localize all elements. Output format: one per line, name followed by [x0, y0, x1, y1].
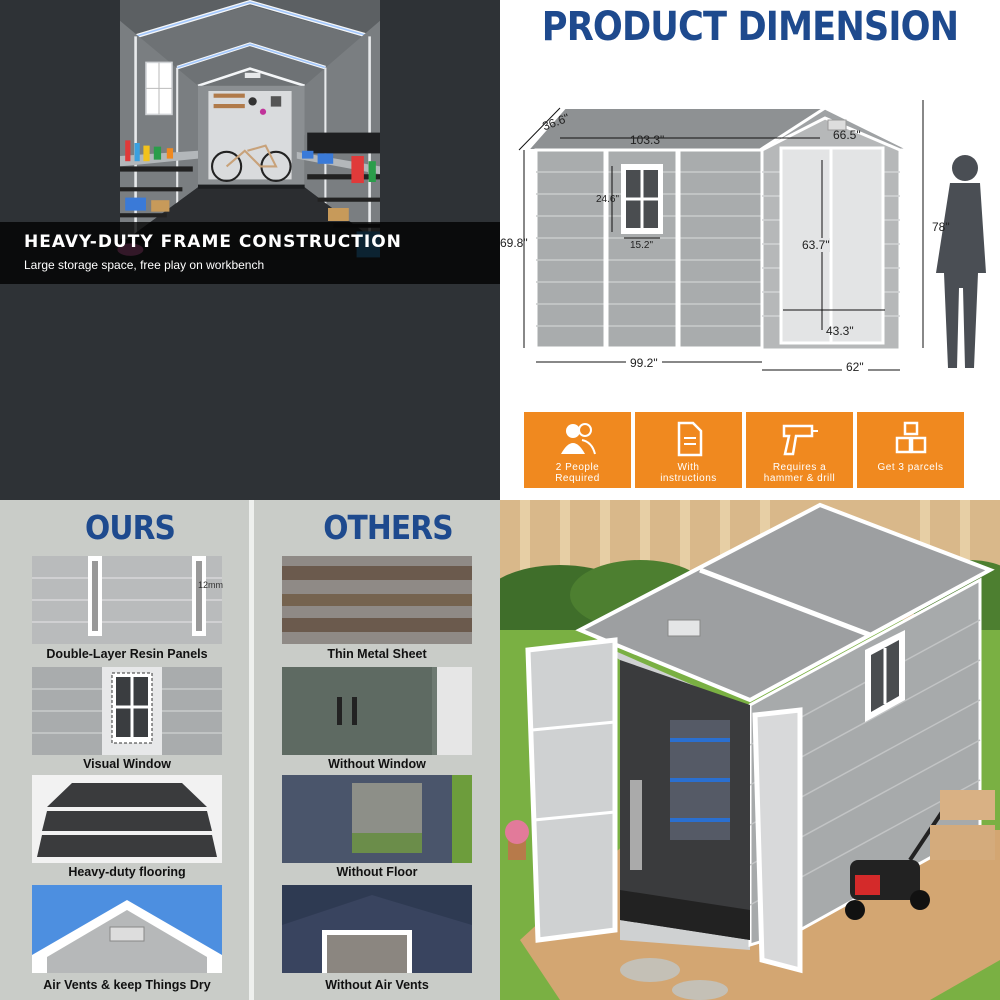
people-icon	[560, 423, 596, 455]
boxes-icon	[895, 421, 926, 454]
shed-dimension-drawing	[518, 100, 986, 371]
visual-window-image	[32, 667, 222, 755]
caption-air-vents: Air Vents & keep Things Dry	[43, 978, 211, 992]
caption-visual-window: Visual Window	[83, 757, 171, 771]
metal-sheet-image	[282, 556, 472, 644]
caption-metal-sheet: Thin Metal Sheet	[327, 647, 427, 661]
ours-title: OURS	[85, 508, 176, 547]
caption-resin-panels: Double-Layer Resin Panels	[46, 647, 208, 661]
feature-tools-label: Requires a hammer & drill	[763, 462, 836, 484]
feature-people: 2 People Required	[524, 412, 631, 488]
garden-scene-panel	[500, 500, 1000, 1000]
document-icon	[677, 421, 702, 457]
caption-no-floor: Without Floor	[336, 865, 418, 879]
dim-total-height: 78"	[932, 220, 950, 234]
no-floor-image	[282, 775, 472, 863]
feature-parcels: Get 3 parcels	[857, 412, 964, 488]
dim-base-width: 99.2"	[626, 356, 662, 370]
caption-no-window: Without Window	[328, 757, 426, 771]
feature-parcels-label: Get 3 parcels	[877, 462, 944, 473]
feature-tools: Requires a hammer & drill	[746, 412, 853, 488]
interior-panel: HEAVY-DUTY FRAME CONSTRUCTION Large stor…	[0, 0, 500, 500]
dim-door-width: 43.3"	[826, 324, 854, 338]
feature-people-label: 2 People Required	[555, 462, 600, 484]
feature-instructions: With instructions	[635, 412, 742, 488]
banner-title: HEAVY-DUTY FRAME CONSTRUCTION	[24, 232, 402, 252]
dim-wall-height: 69.8"	[500, 236, 528, 250]
no-window-image	[282, 667, 472, 755]
dim-door-height: 63.7"	[802, 238, 830, 252]
feature-badges: 2 People Required With instructions Requ…	[524, 412, 964, 488]
others-title: OTHERS	[323, 508, 453, 547]
comparison-panel: OURS OTHERS 12mm Double-Layer Resin Pane…	[0, 500, 500, 1000]
banner-subtitle: Large storage space, free play on workbe…	[24, 258, 265, 272]
dim-window-width: 15.2"	[630, 240, 654, 251]
drill-icon	[782, 424, 818, 456]
dimension-title: PRODUCT DIMENSION	[541, 4, 959, 50]
dim-window-height: 24.6"	[596, 194, 620, 205]
caption-no-vents: Without Air Vents	[325, 978, 429, 992]
interior-illustration	[117, 0, 380, 260]
dim-width-top: 103.3"	[630, 133, 665, 147]
dimension-panel: PRODUCT DIMENSION	[500, 0, 1000, 500]
comparison-divider	[249, 500, 254, 1000]
caption-heavy-flooring: Heavy-duty flooring	[68, 865, 186, 879]
dim-gable: 66.5"	[833, 128, 861, 142]
garden-shed-illustration	[500, 500, 1000, 1000]
dim-base-depth: 62"	[842, 360, 868, 374]
air-vents-image	[32, 885, 222, 973]
no-vents-image	[282, 885, 472, 973]
heavy-flooring-image	[32, 775, 222, 863]
resin-panel-image	[32, 556, 222, 644]
feature-instructions-label: With instructions	[660, 462, 717, 484]
panel-thickness-label: 12mm	[198, 580, 224, 590]
frame-banner: HEAVY-DUTY FRAME CONSTRUCTION Large stor…	[0, 222, 500, 284]
